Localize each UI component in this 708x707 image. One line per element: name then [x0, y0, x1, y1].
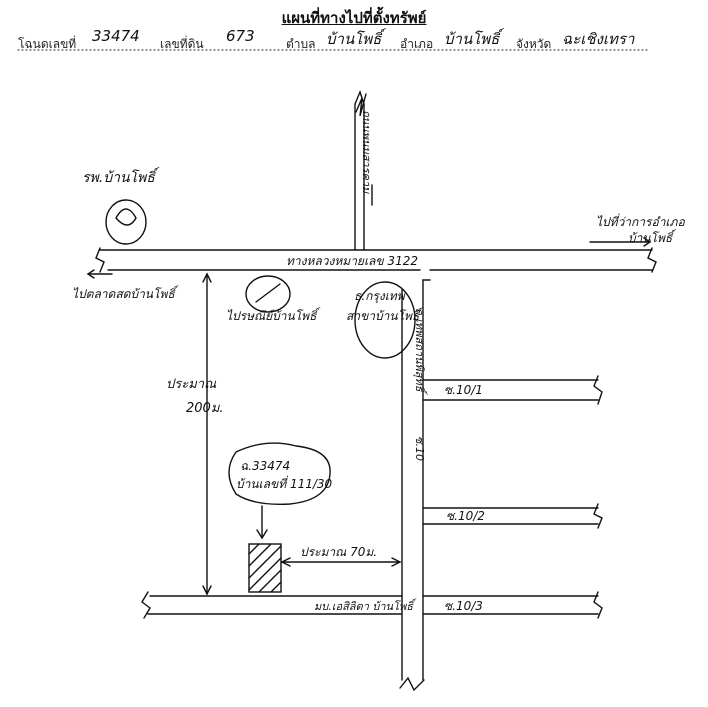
deed-value: 33474	[92, 27, 140, 45]
district-office-label: ไปที่ว่าการอำเภอ	[596, 213, 685, 229]
district-label: อำเภอ	[400, 37, 434, 51]
land-no-value: 673	[226, 27, 255, 45]
bank-label-2: สาขาบ้านโพธิ์	[346, 307, 424, 323]
distance-70m-label: ประมาณ 70ม.	[300, 545, 377, 559]
hospital-label: รพ.บ้านโพธิ์	[82, 167, 160, 186]
land-no-label: เลขที่ดิน	[160, 37, 204, 51]
province-value: ฉะเชิงเทรา	[562, 30, 635, 48]
district-office-label-2: บ้านโพธิ์	[628, 229, 677, 245]
post-office-label: ไปรษณีย์บ้านโพธิ์	[226, 307, 321, 323]
side-road-label: ถ.เทพสถานพิสุทธิ์	[413, 308, 428, 396]
north-road-label: ถนนพนมสารคาม	[360, 110, 373, 194]
market-label: ไปตลาดสดบ้านโพธิ์	[72, 285, 179, 301]
property-deed-label: ฉ.33474	[240, 459, 290, 473]
soi-10-1-label: ซ.10/1	[444, 383, 483, 397]
main-road-label: ทางหลวงหมายเลข 3122	[286, 254, 418, 268]
subdistrict-value: บ้านโพธิ์	[326, 30, 382, 48]
deed-label: โฉนดเลขที่	[18, 37, 77, 51]
distance-approx-label: ประมาณ	[166, 377, 217, 392]
bank-label-1: ธ.กรุงเทพ	[354, 289, 406, 304]
soi-10-3-label: ซ.10/3	[444, 599, 483, 613]
district-value: บ้านโพธิ์	[444, 30, 500, 48]
distance-200m-label: 200ม.	[186, 401, 224, 416]
subdistrict-label: ตำบล	[286, 37, 316, 51]
province-label: จังหวัด	[516, 37, 552, 51]
document-title: แผนที่ทางไปที่ตั้งทรัพย์	[281, 9, 427, 27]
soi-10-2-label: ซ.10/2	[446, 509, 485, 523]
property-house-label: บ้านเลขที่ 111/30	[236, 475, 333, 491]
village-label: มบ.เอสิลิตา บ้านโพธิ์	[314, 598, 418, 613]
soi-10-label: ซ.10	[413, 436, 426, 461]
